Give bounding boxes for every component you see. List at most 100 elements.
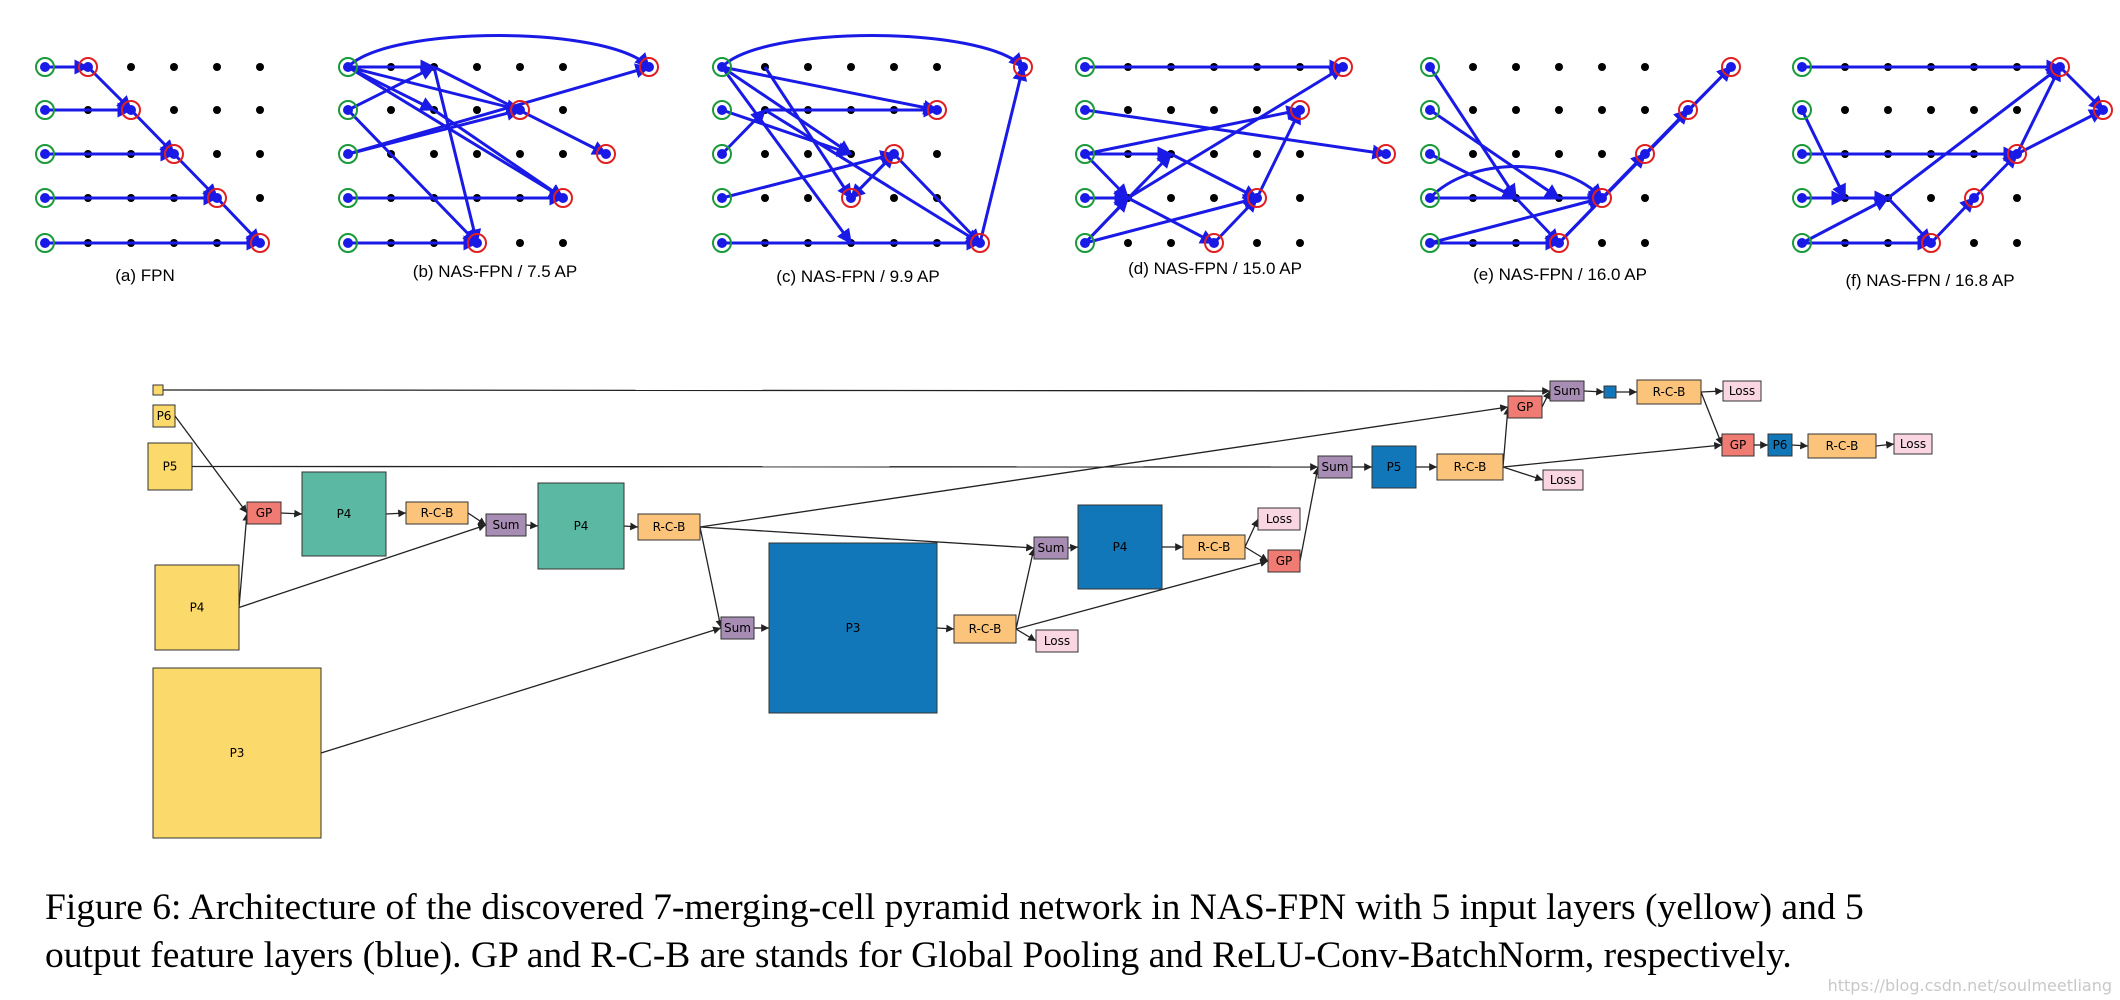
output-node-ring [1247, 188, 1267, 208]
grid-node [761, 194, 769, 202]
grid-node [1296, 194, 1304, 202]
output-node-ring [250, 233, 270, 253]
grid-node [2013, 106, 2021, 114]
input-node [1797, 149, 1807, 159]
edge-arrow [2016, 108, 2105, 156]
grid-panel: (c) NAS-FPN / 9.9 AP [712, 34, 1033, 286]
node-label: Sum [1322, 460, 1349, 474]
grid-node [1555, 150, 1563, 158]
input-node-ring [1075, 144, 1095, 164]
edge-arrow [1429, 108, 1561, 200]
input-node-ring [338, 144, 358, 164]
diagram-edge [467, 512, 487, 526]
output-node [169, 149, 179, 159]
output-node-ring [467, 233, 487, 253]
edge-arrow [346, 34, 651, 69]
grid-node [559, 150, 567, 158]
edge-arrow [1255, 108, 1302, 199]
node-input [152, 384, 164, 396]
input-node [40, 105, 50, 115]
input-node [717, 238, 727, 248]
output-node-ring [2007, 144, 2027, 164]
output-node [255, 238, 265, 248]
input-node [1080, 62, 1090, 72]
edge-arrow [1600, 152, 1647, 200]
edge-arrow [1083, 152, 1130, 200]
input-node [343, 193, 353, 203]
watermark: https://blog.csdn.net/soulmeetliang [1827, 976, 2112, 995]
grid-node [256, 106, 264, 114]
output-node [1554, 238, 1564, 248]
input-node-ring [1075, 233, 1095, 253]
output-node-ring [1333, 57, 1353, 77]
edge-arrow [1429, 152, 1518, 200]
node-input: P6 [152, 404, 176, 428]
grid-panel: (f) NAS-FPN / 16.8 AP [1792, 57, 2113, 290]
node-label: Loss [1900, 437, 1926, 451]
output-node [1969, 193, 1979, 203]
input-node [40, 149, 50, 159]
input-node [1080, 238, 1090, 248]
diagram-edge [385, 509, 407, 518]
node-output: P3 [768, 542, 938, 714]
node-sum: Sum [1033, 536, 1069, 560]
diagram-edge [1502, 406, 1512, 468]
grid-node [1970, 106, 1978, 114]
output-node-ring [841, 188, 861, 208]
edge-arrow [1887, 65, 2062, 200]
node-label: P6 [1773, 438, 1788, 452]
output-node-ring [510, 100, 530, 120]
diagram-edge [1015, 547, 1037, 630]
output-node [1209, 238, 1219, 248]
output-node [515, 105, 525, 115]
node-sum: Sum [1549, 380, 1585, 402]
output-node [975, 238, 985, 248]
edge-arrow [849, 152, 896, 200]
diagram-edge [1244, 518, 1259, 548]
output-node [212, 193, 222, 203]
grid-node [127, 63, 135, 71]
grid-node [1927, 194, 1935, 202]
grid-node [1469, 106, 1477, 114]
grid-node [804, 63, 812, 71]
output-node [644, 62, 654, 72]
output-node [1338, 62, 1348, 72]
node-rcb: R-C-B [1436, 453, 1504, 481]
grid-node [1210, 194, 1218, 202]
diagram-edge [1875, 440, 1895, 449]
node-input: P3 [152, 667, 322, 839]
edge-arrow [2015, 65, 2062, 155]
diagram-edge [162, 387, 1551, 395]
input-node [1425, 193, 1435, 203]
grid-node [1124, 106, 1132, 114]
output-node [1640, 149, 1650, 159]
node-label: GP [1276, 554, 1293, 568]
diagram-edge [1502, 466, 1544, 482]
input-node [1797, 238, 1807, 248]
input-node-ring [35, 144, 55, 164]
node-input: P5 [147, 442, 193, 491]
node-label: P4 [574, 519, 589, 533]
edge-arrow [1929, 196, 1976, 245]
grid-panel: (a) FPN [35, 57, 270, 285]
output-node [1252, 193, 1262, 203]
node-label: Loss [1044, 634, 1070, 648]
node-label: Loss [1266, 512, 1292, 526]
node-gp: GP [1721, 433, 1755, 457]
grid-node [847, 63, 855, 71]
output-node [1597, 193, 1607, 203]
input-node-ring [1075, 188, 1095, 208]
diagram-edge [699, 404, 1509, 528]
diagram-edge [699, 526, 1035, 552]
edge-arrow [1428, 66, 1518, 200]
edge-arrow [720, 34, 1025, 69]
grid-node [1469, 63, 1477, 71]
grid-node [559, 106, 567, 114]
node-label: R-C-B [653, 520, 686, 534]
grid-node [1469, 150, 1477, 158]
grid-node [761, 150, 769, 158]
edge-arrow [1084, 105, 1302, 156]
input-node [40, 238, 50, 248]
output-node [1018, 62, 1028, 72]
edge-arrow [346, 108, 479, 245]
